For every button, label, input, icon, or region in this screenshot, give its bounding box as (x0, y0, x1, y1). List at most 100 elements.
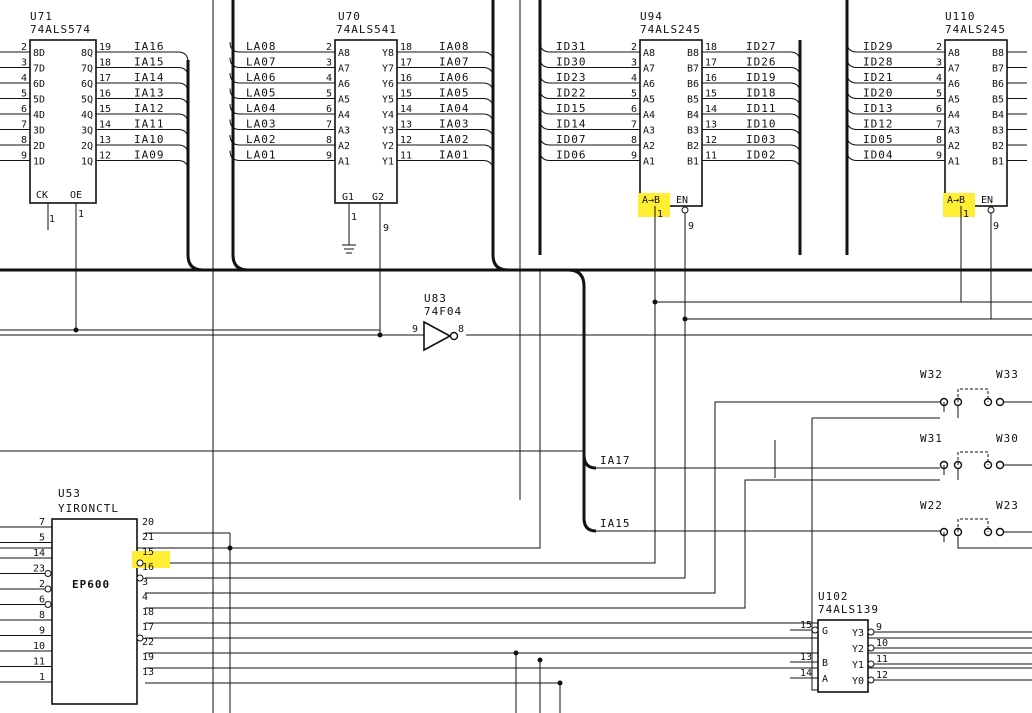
u94-in-label-0: A8 (643, 48, 655, 59)
u70-in-bus-bend-4 (229, 103, 241, 115)
u94-out-pin-2: 16 (705, 73, 717, 84)
u53-right-pin-0: 20 (142, 517, 154, 528)
u53-right-pin-9: 19 (142, 652, 154, 663)
u70-right-signal-5: IA03 (439, 118, 470, 131)
bus-tap-u71 (186, 60, 204, 272)
u110-in-bus-bend-7 (846, 150, 858, 161)
u102-right-pin-2: 11 (876, 654, 888, 665)
jumper-label-w31: W31 (920, 432, 943, 445)
u110-en-pin: 9 (993, 221, 999, 232)
ground-symbol (342, 244, 356, 254)
u94-in-label-6: A2 (643, 141, 655, 152)
u94-right-signal-3: ID18 (746, 87, 777, 100)
u110-out-label-6: B2 (992, 141, 1004, 152)
u70-right-signal-4: IA04 (439, 102, 470, 115)
u71-right-signal-6: IA10 (134, 133, 165, 146)
u102-right-label-0: Y3 (852, 628, 864, 639)
junction-dot (557, 680, 563, 686)
u94-out-label-4: B4 (687, 110, 699, 121)
u53-right-pin-10: 13 (142, 667, 154, 678)
u102-left-label-0: G (822, 626, 828, 637)
u71-body (29, 39, 97, 204)
u110-in-bus-bend-1 (846, 57, 858, 68)
u94-out-label-7: B1 (687, 157, 699, 168)
u71-out-bus-bend-4 (177, 113, 189, 125)
jumper-label-w30: W30 (996, 432, 1019, 445)
u110-in-bus-bend-4 (846, 103, 858, 115)
u53-left-bubble-3 (44, 570, 52, 577)
u70-out-bus-bend-4 (482, 113, 494, 125)
u110-left-signal-0: ID29 (863, 40, 894, 53)
u94-in-pin-2: 4 (631, 73, 637, 84)
u102-right-pin-1: 10 (876, 638, 888, 649)
u71-out-label-6: 2Q (81, 141, 93, 152)
u110-in-pin-0: 2 (936, 42, 942, 53)
u110-out-label-7: B1 (992, 157, 1004, 168)
u70-in-label-0: A8 (338, 48, 350, 59)
u70-right-signal-0: IA08 (439, 40, 470, 53)
u94-in-pin-3: 5 (631, 89, 637, 100)
u102-refdes: U102 (818, 590, 849, 603)
u70-out-pin-7: 11 (400, 151, 412, 162)
u102-left-pin-1: 13 (800, 652, 812, 663)
u110-dir-pin: 1 (963, 209, 969, 220)
u70-out-bus-bend-5 (482, 129, 494, 140)
u53-left-pin-4: 2 (39, 579, 45, 590)
u71-in-label-2: 6D (33, 79, 45, 90)
u110-left-signal-3: ID20 (863, 87, 894, 100)
u71-out-label-1: 7Q (81, 64, 93, 75)
bus-label-ia17: IA17 (600, 454, 631, 467)
u110-body (944, 39, 1008, 207)
u94-in-bus-bend-7 (539, 150, 551, 161)
u94-out-pin-6: 12 (705, 135, 717, 146)
u70-left-signal-3: LA05 (246, 87, 277, 100)
u71-right-signal-3: IA13 (134, 87, 165, 100)
u94-out-label-1: B7 (687, 64, 699, 75)
u53-left-pin-8: 10 (33, 641, 45, 652)
u53-left-pin-0: 7 (39, 517, 45, 528)
u71-right-signal-7: IA09 (134, 149, 165, 162)
jumper-pad-0-3 (995, 397, 1005, 407)
u110-out-label-3: B5 (992, 95, 1004, 106)
u110-in-bus-bend-2 (846, 72, 858, 84)
u94-out-bus-bend-5 (789, 129, 801, 140)
u70-g1-label: G1 (342, 192, 354, 203)
u110-in-bus-bend-3 (846, 88, 858, 99)
u70-right-signal-3: IA05 (439, 87, 470, 100)
u53-right-pin-5: 4 (142, 592, 148, 603)
u94-left-signal-5: ID14 (556, 118, 587, 131)
u53-right-bubble-3 (136, 574, 144, 582)
u70-in-bus-bend-3 (229, 88, 241, 99)
u110-out-label-4: B4 (992, 110, 1004, 121)
jumper-label-w32: W32 (920, 368, 943, 381)
u94-out-bus-bend-4 (789, 113, 801, 125)
u71-in-label-0: 8D (33, 48, 45, 59)
u94-dir-pin: 1 (657, 209, 663, 220)
u94-in-bus-bend-1 (539, 57, 551, 68)
u70-out-label-2: Y6 (382, 79, 394, 90)
u70-out-pin-2: 16 (400, 73, 412, 84)
u94-right-signal-7: ID02 (746, 149, 777, 162)
u94-out-pin-0: 18 (705, 42, 717, 53)
u102-body (817, 619, 869, 693)
u70-right-signal-7: IA01 (439, 149, 470, 162)
u94-left-signal-6: ID07 (556, 133, 587, 146)
u70-left-signal-0: LA08 (246, 40, 277, 53)
u71-in-pin-2: 4 (21, 73, 27, 84)
u110-out-label-2: B6 (992, 79, 1004, 90)
chip-u53: U53 YIRONCTL EP600 (51, 487, 170, 705)
u110-refdes: U110 (945, 10, 976, 23)
u70-right-signal-6: IA02 (439, 133, 470, 146)
jumper-label-w33: W33 (996, 368, 1019, 381)
u110-in-pin-6: 8 (936, 135, 942, 146)
u70-in-label-2: A6 (338, 79, 350, 90)
u110-left-signal-6: ID05 (863, 133, 894, 146)
u94-in-bus-bend-6 (539, 134, 551, 146)
u70-out-pin-5: 13 (400, 120, 412, 131)
u94-out-bus-bend-2 (789, 82, 801, 94)
u94-right-signal-2: ID19 (746, 71, 777, 84)
u110-in-label-0: A8 (948, 48, 960, 59)
u70-in-pin-3: 5 (326, 89, 332, 100)
junction-dot (227, 545, 233, 551)
